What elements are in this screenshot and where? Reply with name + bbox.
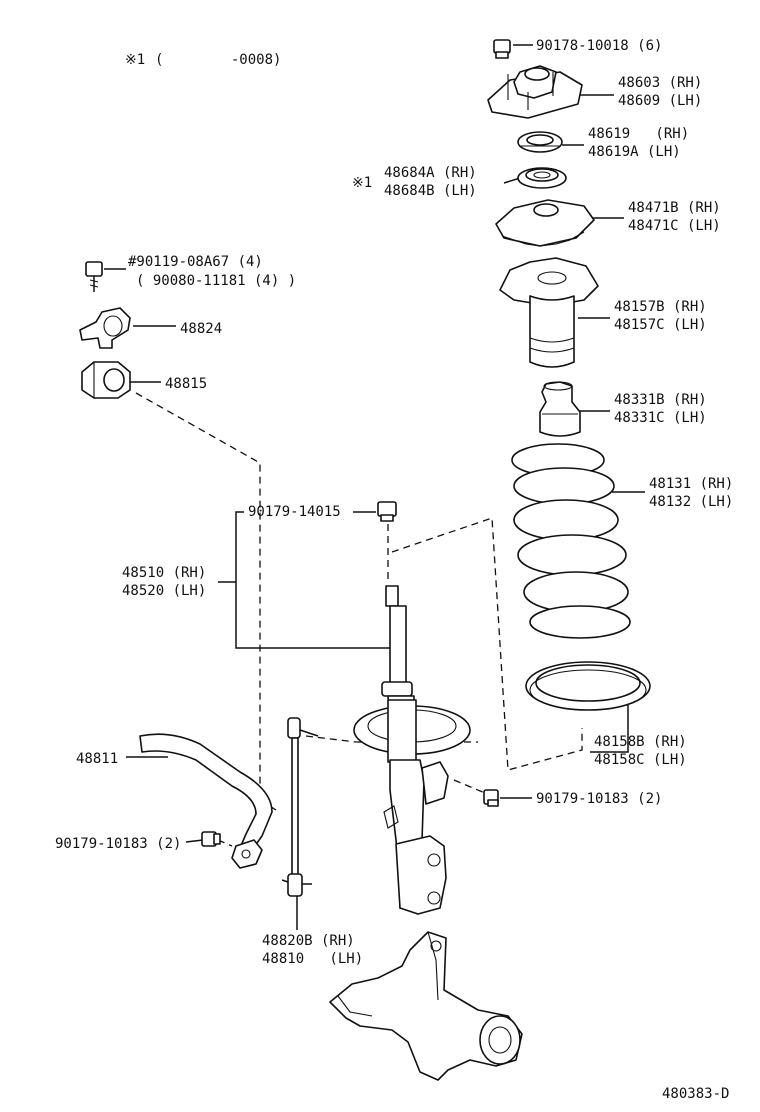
shock-absorber-icon bbox=[353, 585, 471, 915]
label-bumper-line2: 48331C (LH) bbox=[614, 410, 707, 426]
top-nut-icon bbox=[493, 39, 511, 59]
dash-link-nut-right bbox=[453, 779, 493, 797]
label-bushing: 48815 bbox=[165, 376, 207, 392]
stabilizer-link-icon bbox=[281, 717, 319, 897]
label-strut-nut: 90179-14015 bbox=[248, 504, 341, 520]
label-bracket-line1: 48824 bbox=[180, 321, 222, 337]
label-strut: 48510 (RH) 48520 (LH) bbox=[122, 565, 206, 599]
label-link-nut-left-line1: 90179-10183 (2) bbox=[55, 836, 181, 852]
dash-link-upper bbox=[305, 735, 357, 743]
label-link: 48820B (RH) 48810 (LH) bbox=[262, 933, 363, 967]
label-stabilizer-bar: 48811 bbox=[76, 751, 118, 767]
label-bearing: 48619 (RH) 48619A (LH) bbox=[588, 126, 689, 160]
label-bracket: 48824 bbox=[180, 321, 222, 337]
label-boot: 48157B (RH) 48157C (LH) bbox=[614, 299, 707, 333]
steering-knuckle-icon bbox=[329, 931, 523, 1081]
label-link-line2: 48810 (LH) bbox=[262, 951, 363, 967]
label-lower-insulator-line1: 48158B (RH) bbox=[594, 734, 687, 750]
label-link-line1: 48820B (RH) bbox=[262, 933, 355, 949]
diagram-number-text: 480383-D bbox=[662, 1086, 729, 1102]
coil-spring-icon bbox=[511, 443, 631, 639]
stabilizer-bar-icon bbox=[139, 733, 273, 869]
spring-boot-icon bbox=[499, 257, 599, 368]
label-bearing-line2: 48619A (LH) bbox=[588, 144, 681, 160]
strut-nut-icon bbox=[377, 501, 397, 522]
label-bumper: 48331B (RH) 48331C (LH) bbox=[614, 392, 707, 426]
leader-strut-bracket bbox=[235, 511, 390, 649]
label-nut-top-line1: 90178-10018 (6) bbox=[536, 38, 662, 54]
diagram-number: 480383-D bbox=[662, 1086, 729, 1102]
insulator-icon bbox=[517, 167, 567, 189]
stabilizer-bushing-icon bbox=[81, 361, 131, 399]
label-bracket-bolt-line1: #90119-08A67 (4) bbox=[128, 254, 263, 270]
link-nut-right-icon bbox=[483, 789, 499, 807]
leader-link-nut-left bbox=[185, 839, 204, 843]
bump-stopper-icon bbox=[539, 381, 581, 437]
label-link-nut-left: 90179-10183 (2) bbox=[55, 836, 181, 852]
leader-lower-insulator bbox=[590, 700, 629, 753]
label-lower-insulator: 48158B (RH) 48158C (LH) bbox=[594, 734, 687, 768]
label-strut-line1: 48510 (RH) bbox=[122, 565, 206, 581]
label-support: 48603 (RH) 48609 (LH) bbox=[618, 75, 702, 109]
label-boot-line1: 48157B (RH) bbox=[614, 299, 707, 315]
label-upper-seat-line2: 48471C (LH) bbox=[628, 218, 721, 234]
note-mark: ※1 bbox=[125, 52, 145, 68]
note-range: ( -0008) bbox=[155, 52, 281, 68]
bearing-icon bbox=[517, 131, 563, 153]
link-nut-left-icon bbox=[201, 831, 221, 847]
label-spring-line2: 48132 (LH) bbox=[649, 494, 733, 510]
label-insulator-line1: 48684A (RH) bbox=[384, 165, 477, 181]
label-link-nut-right: 90179-10183 (2) bbox=[536, 791, 662, 807]
bracket-bolt-icon bbox=[85, 261, 103, 292]
label-strut-nut-line1: 90179-14015 bbox=[248, 504, 341, 520]
label-spring-line1: 48131 (RH) bbox=[649, 476, 733, 492]
label-upper-seat-line1: 48471B (RH) bbox=[628, 200, 721, 216]
label-support-line2: 48609 (LH) bbox=[618, 93, 702, 109]
label-bushing-line1: 48815 bbox=[165, 376, 207, 392]
leader-lines bbox=[104, 44, 645, 930]
label-nut-top: 90178-10018 (6) bbox=[536, 38, 662, 54]
stabilizer-bracket-icon bbox=[79, 307, 131, 349]
label-support-line1: 48603 (RH) bbox=[618, 75, 702, 91]
lower-insulator-icon bbox=[525, 661, 651, 711]
upper-seat-icon bbox=[495, 199, 595, 247]
header-note: ※1 ( -0008) bbox=[125, 52, 281, 68]
label-bracket-bolt: #90119-08A67 (4) ( 90080-11181 (4) ) bbox=[128, 254, 296, 289]
label-insulator-line2: 48684B (LH) bbox=[384, 183, 477, 199]
label-lower-insulator-line2: 48158C (LH) bbox=[594, 752, 687, 768]
label-bearing-line1: 48619 (RH) bbox=[588, 126, 689, 142]
label-insulator-note: ※1 bbox=[352, 175, 372, 191]
label-insulator: ※1 48684A (RH) 48684B (LH) bbox=[352, 165, 477, 199]
label-bracket-bolt-line2: ( 90080-11181 (4) ) bbox=[136, 273, 296, 289]
label-boot-line2: 48157C (LH) bbox=[614, 317, 707, 333]
strut-support-icon bbox=[487, 65, 583, 119]
label-bumper-line1: 48331B (RH) bbox=[614, 392, 707, 408]
label-link-nut-right-line1: 90179-10183 (2) bbox=[536, 791, 662, 807]
label-strut-line2: 48520 (LH) bbox=[122, 583, 206, 599]
label-stabilizer-bar-line1: 48811 bbox=[76, 751, 118, 767]
label-upper-seat: 48471B (RH) 48471C (LH) bbox=[628, 200, 721, 234]
label-spring: 48131 (RH) 48132 (LH) bbox=[649, 476, 733, 510]
